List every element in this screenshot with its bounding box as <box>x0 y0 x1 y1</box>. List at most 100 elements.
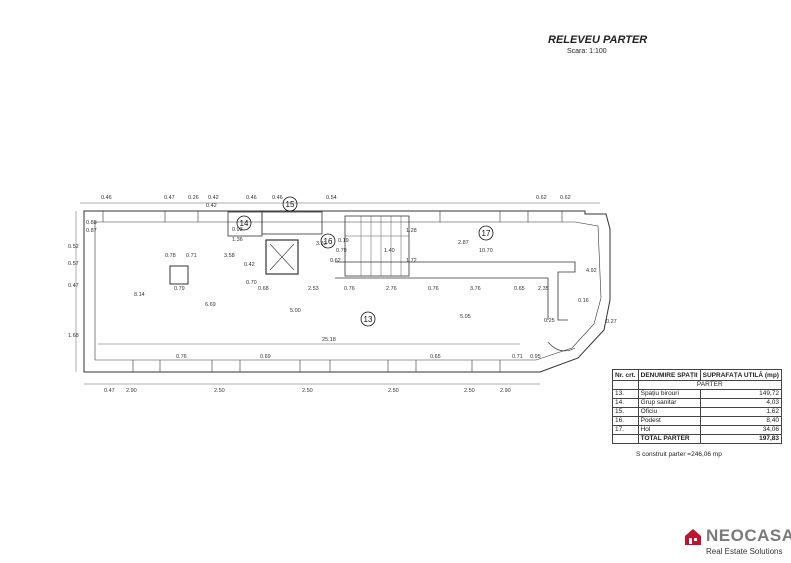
room-15-label: 15 <box>286 200 295 209</box>
svg-text:0.42: 0.42 <box>244 262 255 268</box>
total-label: TOTAL PARTER <box>637 434 701 444</box>
svg-text:0.76: 0.76 <box>344 286 355 292</box>
section-label: PARTER <box>637 380 783 390</box>
dim-left: 0.47 <box>68 283 79 289</box>
svg-text:1.40: 1.40 <box>384 248 395 254</box>
svg-text:1.36: 1.36 <box>232 237 243 243</box>
dim-top: 0.26 <box>188 195 199 201</box>
dim-left: 1.68 <box>68 333 79 339</box>
interior-dimensions: 0.78 0.71 3.58 0.79 0.70 0.68 0.42 0.42 … <box>134 203 617 360</box>
area-table: Nr. crt. DENUMIRE SPAȚII SUPRAFAȚA UTILĂ… <box>612 369 783 444</box>
dim-bottom: 2.90 <box>500 388 511 394</box>
svg-text:0.95: 0.95 <box>530 354 541 360</box>
svg-text:0.93: 0.93 <box>232 227 243 233</box>
dim-bottom: 2.90 <box>126 388 137 394</box>
dim-left: 0.87 <box>86 228 97 234</box>
dim-top: 0.47 <box>164 195 175 201</box>
room-16-label: 16 <box>324 237 333 246</box>
room-16-circle <box>320 233 336 249</box>
dim-left: 0.88 <box>86 220 97 226</box>
dim-top: 0.46 <box>272 195 283 201</box>
svg-text:5.05: 5.05 <box>460 314 471 320</box>
elevator-shaft <box>265 239 299 275</box>
room-13-circle <box>360 311 376 327</box>
svg-text:0.76: 0.76 <box>428 286 439 292</box>
room-15-circle <box>282 196 298 212</box>
svg-text:8.14: 8.14 <box>134 292 145 298</box>
room-17-circle <box>478 225 494 241</box>
window-marks-bottom <box>132 360 501 372</box>
hallway-wall <box>335 261 576 321</box>
area-table-header: Nr. crt. DENUMIRE SPAȚII SUPRAFAȚA UTILĂ… <box>612 369 783 381</box>
left-dimensions: 0.52 0.57 0.47 1.68 0.88 0.87 <box>68 220 97 339</box>
svg-text:0.71: 0.71 <box>186 253 197 259</box>
svg-text:0.78: 0.78 <box>165 253 176 259</box>
svg-text:10.70: 10.70 <box>479 248 493 254</box>
dim-bottom: 2.50 <box>388 388 399 394</box>
svg-text:3.76: 3.76 <box>470 286 481 292</box>
door-arc <box>547 341 576 352</box>
drawing-scale: Scara: 1:100 <box>567 48 607 55</box>
svg-text:0.16: 0.16 <box>578 298 589 304</box>
dim-left: 0.52 <box>68 244 79 250</box>
svg-text:2.87: 2.87 <box>458 240 469 246</box>
dim-left: 0.57 <box>68 261 79 267</box>
dim-top: 0.42 <box>208 195 219 201</box>
svg-text:0.79: 0.79 <box>174 286 185 292</box>
outer-wall-inner <box>94 221 602 361</box>
drawing-title: RELEVEU PARTER <box>548 34 648 46</box>
brand-name: NEOCASA® <box>706 526 791 545</box>
dim-top: 0.54 <box>326 195 337 201</box>
window-marks-top <box>102 211 563 222</box>
svg-text:0.42: 0.42 <box>206 203 217 209</box>
dim-top: 0.62 <box>560 195 571 201</box>
room-circles <box>236 196 494 327</box>
svg-text:1.72: 1.72 <box>406 258 417 264</box>
svg-text:5.00: 5.00 <box>290 308 301 314</box>
room-labels: 13 14 15 16 17 <box>240 200 491 324</box>
room-17-label: 17 <box>482 229 491 238</box>
dim-top: 0.46 <box>101 195 112 201</box>
svg-text:4.92: 4.92 <box>586 268 597 274</box>
dim-bottom: 2.50 <box>214 388 225 394</box>
room-13-label: 13 <box>364 315 373 324</box>
room-14-label: 14 <box>240 219 249 228</box>
svg-text:3.58: 3.58 <box>224 253 235 259</box>
svg-text:0.71: 0.71 <box>512 354 523 360</box>
svg-text:6.69: 6.69 <box>205 302 216 308</box>
dim-top: 0.46 <box>246 195 257 201</box>
top-dimensions: 0.46 0.47 0.26 0.42 0.46 0.46 0.54 0.62 … <box>101 195 571 201</box>
dim-bottom: 0.47 <box>104 388 115 394</box>
svg-text:0.27: 0.27 <box>606 319 617 325</box>
svg-text:0.65: 0.65 <box>430 354 441 360</box>
svg-text:0.68: 0.68 <box>258 286 269 292</box>
stair-outline <box>344 215 410 277</box>
svg-text:0.76: 0.76 <box>176 354 187 360</box>
dim-top: 0.62 <box>536 195 547 201</box>
svg-text:0.19: 0.19 <box>338 238 349 244</box>
svg-text:0.62: 0.62 <box>330 258 341 264</box>
brand-tagline: Real Estate Solutions <box>706 547 783 556</box>
svg-text:2.53: 2.53 <box>308 286 319 292</box>
house-logo-icon <box>685 529 701 545</box>
constructed-area: S construit parter =246,06 mp <box>636 451 722 458</box>
svg-text:25.18: 25.18 <box>322 337 336 343</box>
total-value: 197,83 <box>699 434 783 444</box>
svg-text:2.35: 2.35 <box>538 286 549 292</box>
col-area: SUPRAFAȚA UTILĂ (mp) <box>699 369 783 381</box>
dim-bottom: 2.50 <box>302 388 313 394</box>
brand-logo: NEOCASA® Real Estate Solutions <box>684 525 791 561</box>
column <box>169 265 189 285</box>
room-15-outline <box>261 211 323 235</box>
svg-text:2.76: 2.76 <box>386 286 397 292</box>
bottom-dimensions: 0.47 2.90 2.50 2.50 2.50 2.50 2.90 <box>104 388 511 394</box>
svg-text:3.32: 3.32 <box>316 241 327 247</box>
svg-text:0.65: 0.65 <box>514 286 525 292</box>
svg-text:1.28: 1.28 <box>406 228 417 234</box>
